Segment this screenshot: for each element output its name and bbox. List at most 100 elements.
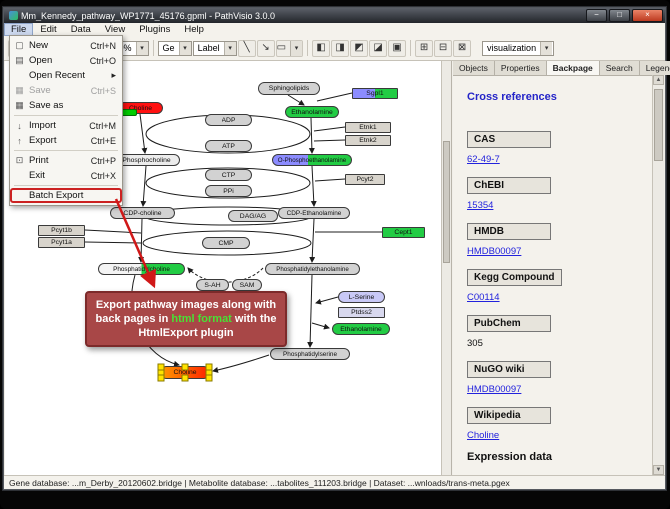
pathway-node-pcyt1b[interactable]: Pcyt1b (38, 225, 85, 236)
align-center-button[interactable]: ▣ (388, 39, 407, 57)
pathway-edge[interactable] (84, 241, 142, 244)
pathway-node-ctp[interactable]: CTP (205, 169, 252, 181)
xref-link[interactable]: 15354 (467, 200, 494, 211)
pathway-node-ppi[interactable]: PPi (205, 185, 252, 197)
pathway-edge[interactable] (140, 165, 147, 207)
minimize-button[interactable]: − (586, 9, 607, 22)
panel-vertical-scrollbar[interactable]: ▲ ▼ (652, 75, 664, 475)
scrollbar-thumb[interactable] (654, 89, 663, 161)
xref-link[interactable]: 62-49-7 (467, 154, 500, 165)
pathway-node-ethanolamine-top[interactable]: Ethanolamine (285, 106, 339, 118)
pathway-edge[interactable] (313, 126, 346, 132)
menubar-item-plugins[interactable]: Plugins (139, 24, 171, 35)
xref-link[interactable]: HMDB00097 (467, 246, 522, 257)
pathway-node-choline-bottom[interactable]: Choline (157, 363, 213, 382)
file-menu-item-open-recent[interactable]: Open Recent▸ (10, 68, 122, 83)
selection-handle[interactable] (181, 363, 189, 371)
pathway-edge[interactable] (212, 354, 270, 373)
xref-link[interactable]: Choline (467, 430, 500, 441)
pathway-node-phosphocholine[interactable]: Phosphocholine (113, 154, 180, 166)
selection-handle[interactable] (157, 374, 165, 382)
pathway-node-etnk2[interactable]: Etnk2 (345, 135, 391, 146)
canvas-vertical-scrollbar[interactable] (441, 61, 451, 475)
pathway-edge[interactable] (138, 218, 145, 263)
group-button[interactable]: ⊠ (453, 39, 472, 57)
pathway-node-sphingolipids[interactable]: Sphingolipids (258, 82, 320, 95)
menubar-item-file[interactable]: File (4, 23, 34, 36)
pathway-node-sgpl1[interactable]: Sgpl1 (352, 88, 398, 99)
visualization-combobox[interactable]: visualization ▾ (482, 40, 555, 56)
menubar-item-view[interactable]: View (104, 24, 126, 35)
xref-link[interactable]: C00114 (467, 292, 500, 303)
label-tool-combobox[interactable]: Label ▾ (192, 40, 237, 56)
bring-to-front-button[interactable]: ⊞ (415, 39, 434, 57)
pathway-node-etnk1[interactable]: Etnk1 (345, 122, 391, 133)
send-to-back-button[interactable]: ⊟ (434, 39, 453, 57)
pathway-node-sam[interactable]: SAM (232, 279, 262, 291)
pathway-node-cept1[interactable]: Cept1 (382, 227, 425, 238)
pathway-node-phosphatidylethanolamine[interactable]: Phosphatidylethanolamine (265, 263, 360, 275)
pathway-node-o-phosphoethanolamine[interactable]: O-Phosphoethanolamine (272, 154, 352, 166)
pathway-node-phosphatidylserine[interactable]: Phosphatidylserine (270, 348, 350, 360)
tab-search[interactable]: Search (599, 61, 640, 75)
pathway-edge[interactable] (311, 322, 330, 330)
datanode-type-combobox[interactable]: Ge ▾ (157, 40, 192, 56)
align-top-button[interactable]: ◩ (350, 39, 369, 57)
pathway-edge[interactable] (314, 178, 346, 182)
pathway-node-adp[interactable]: ADP (205, 114, 252, 126)
pathway-node-pcyt1a[interactable]: Pcyt1a (38, 237, 85, 248)
pathway-edge[interactable] (287, 94, 305, 106)
menubar-item-help[interactable]: Help (184, 24, 204, 35)
xref-link[interactable]: HMDB00097 (467, 384, 522, 395)
menubar-item-data[interactable]: Data (70, 24, 91, 35)
scrollbar-thumb[interactable] (443, 141, 450, 263)
selection-handle[interactable] (205, 374, 213, 382)
scroll-up-arrow-icon[interactable]: ▲ (653, 75, 664, 85)
tab-objects[interactable]: Objects (453, 61, 495, 75)
pathway-edge[interactable] (308, 117, 315, 154)
align-left-button[interactable]: ◧ (312, 39, 331, 57)
pathway-edge[interactable] (309, 218, 316, 263)
pathway-edge[interactable] (139, 113, 148, 154)
pathway-node-cdp-choline[interactable]: CDP-choline (110, 207, 175, 219)
close-button[interactable]: × (632, 9, 663, 22)
tab-properties[interactable]: Properties (494, 61, 547, 75)
connector-tool-button[interactable]: ↘ (256, 39, 275, 57)
pathway-node-atp[interactable]: ATP (205, 140, 252, 152)
tab-backpage[interactable]: Backpage (546, 61, 600, 75)
align-right-button[interactable]: ◨ (331, 39, 350, 57)
pathway-edge[interactable] (307, 274, 314, 348)
pathway-edge[interactable] (84, 229, 142, 234)
pathway-edge[interactable] (316, 92, 353, 102)
pathway-edge[interactable] (315, 296, 339, 305)
pathway-node-choline-top[interactable]: Choline (118, 102, 163, 116)
file-menu-item-save-as[interactable]: ▦Save as (10, 98, 122, 113)
pathway-node-pcyt2[interactable]: Pcyt2 (345, 174, 385, 185)
pathway-node-ethanolamine-2[interactable]: Ethanolamine (332, 323, 390, 335)
align-bottom-button[interactable]: ◪ (369, 39, 388, 57)
pathway-node-ptdss2[interactable]: Ptdss2 (338, 307, 385, 318)
pathway-node-cdp-ethanolamine[interactable]: CDP-Ethanolamine (278, 207, 350, 219)
scroll-down-arrow-icon[interactable]: ▼ (653, 465, 664, 475)
tab-legend[interactable]: Legend (639, 61, 670, 75)
pathway-node-s-ah[interactable]: S-AH (196, 279, 229, 291)
file-menu-item-batch-export[interactable]: Batch Export (10, 188, 122, 203)
pathway-edge[interactable] (310, 165, 317, 207)
pathway-node-phosphatidylcholine[interactable]: Phosphatidylcholine (98, 263, 185, 275)
pathway-edge[interactable] (313, 139, 346, 142)
pathway-node-cmp[interactable]: CMP (202, 237, 250, 249)
shape-tool-button[interactable]: ▭▾ (275, 39, 304, 57)
selection-handle[interactable] (181, 374, 189, 382)
maximize-button[interactable]: □ (609, 9, 630, 22)
menubar-item-edit[interactable]: Edit (40, 24, 57, 35)
pathway-node-l-serine[interactable]: L-Serine (338, 291, 385, 303)
line-tool-button[interactable]: ╲ (237, 39, 256, 57)
